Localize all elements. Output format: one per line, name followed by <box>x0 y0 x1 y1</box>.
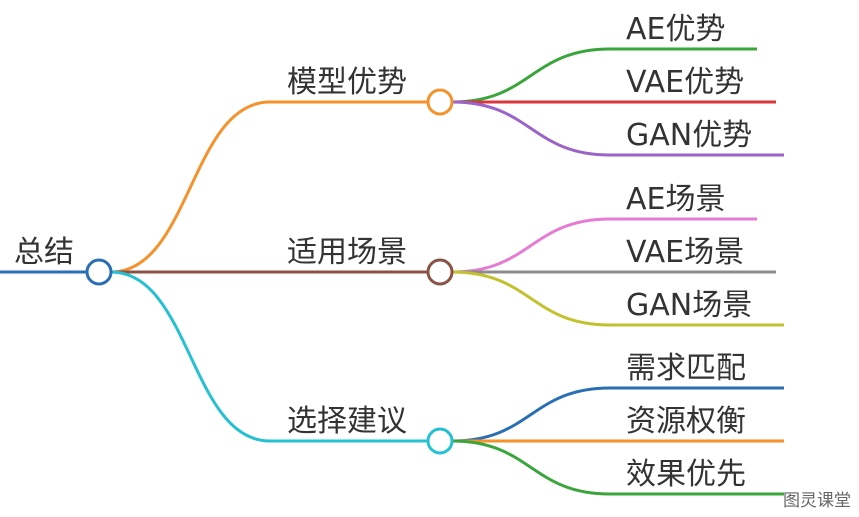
leaf-label: 效果优先 <box>626 457 746 492</box>
leaf-edge <box>451 386 784 443</box>
watermark: 图灵课堂 <box>783 491 851 511</box>
leaf-label: GAN优势 <box>626 118 752 153</box>
branch-edge <box>110 100 428 274</box>
branch-node <box>426 427 454 455</box>
leaf-edge <box>451 270 784 327</box>
leaf-label: AE优势 <box>626 12 725 47</box>
leaf-label: GAN场景 <box>626 288 752 323</box>
leaf-edge <box>451 47 757 104</box>
root-node <box>85 258 113 286</box>
leaf-label: AE场景 <box>626 182 725 217</box>
leaf-label: VAE优势 <box>626 65 744 100</box>
mindmap-nodes: AE优势 VAE优势 GAN优势 模型优势 AE场景 VAE场景 GAN场景 适用场景需求匹配… <box>14 12 752 492</box>
branch-edge <box>110 270 428 443</box>
leaf-label: 资源权衡 <box>626 404 746 439</box>
branch-label: 选择建议 <box>287 404 407 439</box>
branch-node <box>426 88 454 116</box>
leaf-label: 需求匹配 <box>626 351 746 386</box>
leaf-edge <box>451 217 757 274</box>
leaf-edge <box>451 100 784 157</box>
root-label: 总结 <box>14 235 74 270</box>
branch-label: 适用场景 <box>287 235 407 270</box>
branch-node <box>426 258 454 286</box>
branch-label: 模型优势 <box>287 65 407 100</box>
mindmap-edges <box>0 47 784 496</box>
leaf-label: VAE场景 <box>626 235 744 270</box>
leaf-edge <box>451 439 784 496</box>
